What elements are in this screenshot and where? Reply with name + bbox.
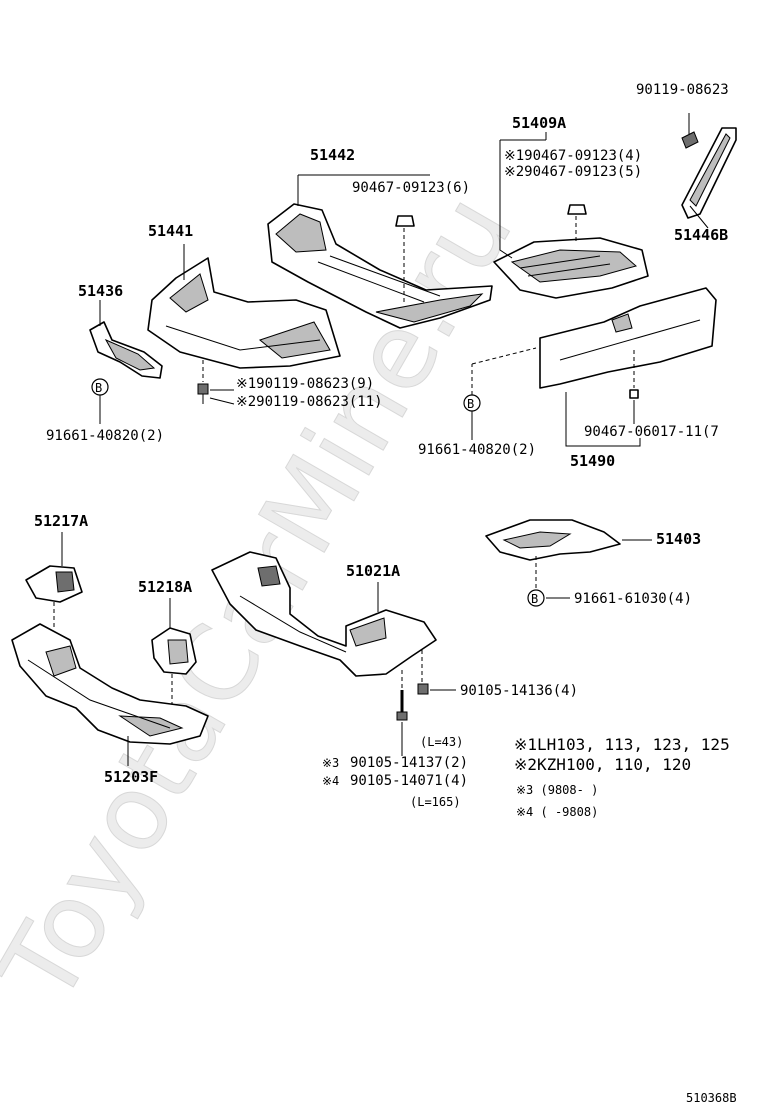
legend-line-3: ※3 (9808- )	[516, 783, 598, 797]
part-51021a-frame[interactable]	[211, 551, 437, 677]
label-90467-06017[interactable]: 90467-06017-11(7	[584, 424, 719, 440]
note-l43: (L=43)	[420, 735, 463, 749]
figure-id: 510368B	[686, 1091, 737, 1105]
label-51403[interactable]: 51403	[656, 530, 701, 548]
label-51021a[interactable]: 51021A	[346, 562, 400, 580]
label-51446b[interactable]: 51446B	[674, 226, 728, 244]
bolt-90467-06017-icon	[629, 350, 639, 399]
part-51436-bracket[interactable]	[89, 321, 163, 379]
clip-51442-icon	[395, 215, 415, 304]
label-51203f[interactable]: 51203F	[104, 768, 158, 786]
label-90105-14136[interactable]: 90105-14136(4)	[460, 683, 578, 699]
part-51490-plate[interactable]	[539, 287, 717, 389]
label-90467-09123-6[interactable]: 90467-09123(6)	[352, 180, 470, 196]
label-91661-40820-mid[interactable]: 91661-40820(2)	[418, 442, 536, 458]
label-51218a[interactable]: 51218A	[138, 578, 192, 596]
part-51217a-mount[interactable]	[25, 565, 83, 603]
note-mark4: ※4	[322, 774, 339, 788]
label-91661-40820-left[interactable]: 91661-40820(2)	[46, 428, 164, 444]
label-91661-61030[interactable]: 91661-61030(4)	[574, 591, 692, 607]
bolt-marker-b-right-icon: B	[527, 589, 545, 607]
label-51441[interactable]: 51441	[148, 222, 193, 240]
label-90119-08623-11[interactable]: ※290119-08623(11)	[236, 394, 383, 410]
bolt-90105-14137-icon	[396, 670, 408, 721]
label-51217a[interactable]: 51217A	[34, 512, 88, 530]
part-51442-cover[interactable]	[267, 203, 493, 329]
label-90467-09123-1[interactable]: ※190467-09123(4)	[504, 148, 642, 164]
label-51436[interactable]: 51436	[78, 282, 123, 300]
label-90119-08623[interactable]: 90119-08623	[636, 82, 729, 98]
bolt-90119-08623-icon	[197, 360, 209, 404]
clip-90119-08623-icon[interactable]	[681, 113, 699, 149]
part-51409a-cover[interactable]	[493, 237, 649, 299]
bolt-marker-b-left-icon: B	[91, 378, 109, 396]
legend-line-4: ※4 ( -9808)	[516, 805, 598, 819]
part-51441-cover[interactable]	[147, 257, 341, 369]
part-51403-bracket[interactable]	[485, 519, 621, 561]
part-labels: 90119-08623 51409A 51442 ※190467-09123(4…	[34, 82, 729, 809]
label-90119-08623-9[interactable]: ※190119-08623(9)	[236, 376, 374, 392]
legend-line-2: ※2KZH100, 110, 120	[514, 755, 691, 774]
svg-text:B: B	[95, 381, 102, 395]
label-90105-14071[interactable]: 90105-14071(4)	[350, 773, 468, 789]
label-51409a[interactable]: 51409A	[512, 114, 566, 132]
label-90105-14137[interactable]: 90105-14137(2)	[350, 755, 468, 771]
svg-text:B: B	[467, 397, 474, 411]
bolt-marker-b-mid-icon: B	[463, 394, 481, 412]
part-51218a-mount[interactable]	[151, 627, 197, 675]
part-51203f-crossmember[interactable]	[11, 623, 209, 745]
note-mark3: ※3	[322, 756, 339, 770]
svg-text:B: B	[531, 592, 538, 606]
label-51442[interactable]: 51442	[310, 146, 355, 164]
applicability-legend: ※1LH103, 113, 123, 125 ※2KZH100, 110, 12…	[514, 735, 730, 819]
label-90467-09123-2[interactable]: ※290467-09123(5)	[504, 164, 642, 180]
note-l165: (L=165)	[410, 795, 461, 809]
part-51446b-strip[interactable]	[681, 127, 737, 219]
clip-51409a-icon	[567, 204, 587, 244]
bolt-90105-14136-icon	[417, 650, 429, 695]
label-51490[interactable]: 51490	[570, 452, 615, 470]
legend-line-1: ※1LH103, 113, 123, 125	[514, 735, 730, 754]
